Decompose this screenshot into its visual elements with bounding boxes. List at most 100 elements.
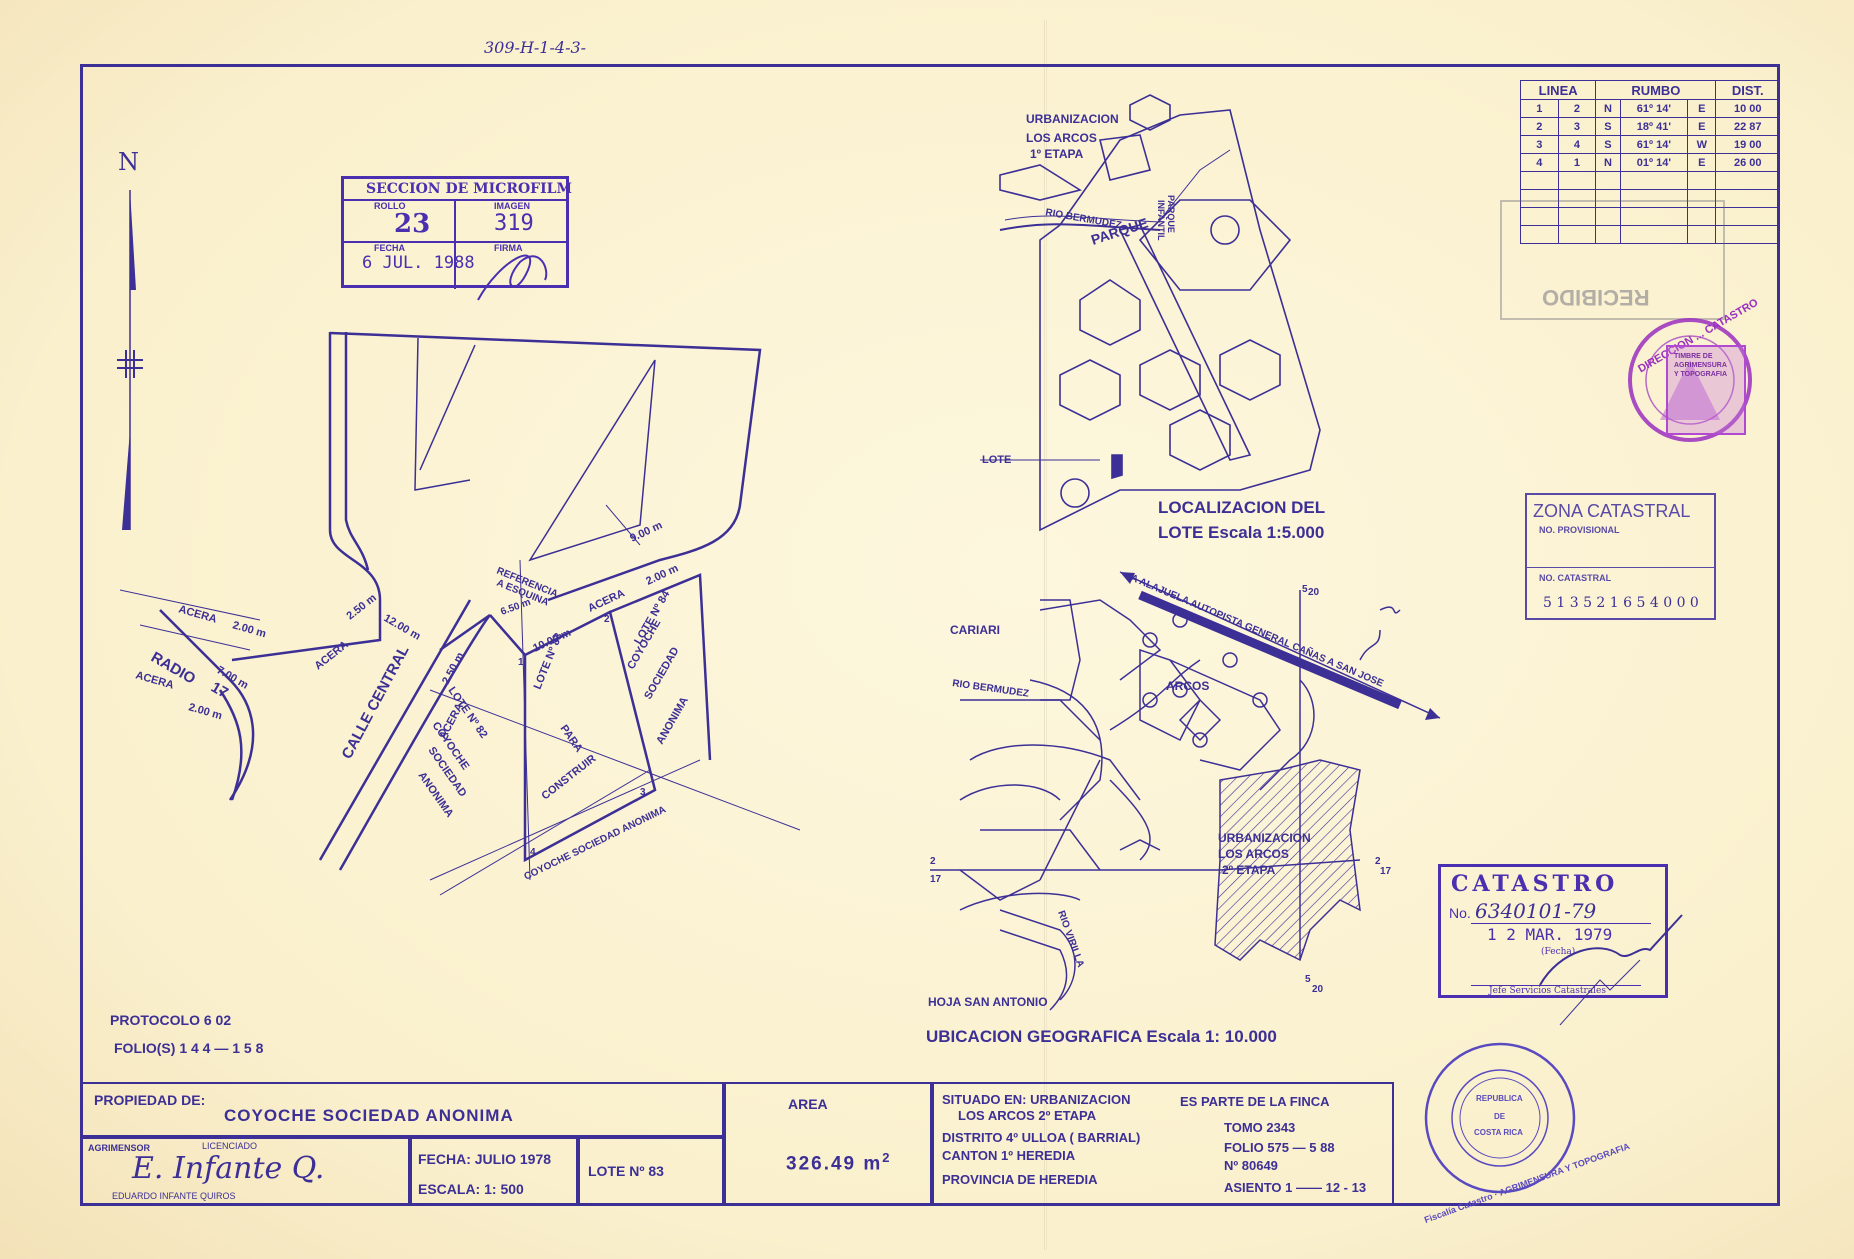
grid-label: 5 xyxy=(1305,974,1311,985)
table-cell: 61º 14' xyxy=(1619,135,1689,154)
situado-label: SITUADO EN: URBANIZACION xyxy=(942,1092,1131,1107)
urbanizacion-2-label: URBANIZACION xyxy=(1218,831,1311,845)
zona-provisional-label: NO. PROVISIONAL xyxy=(1539,525,1620,535)
catastro-date: 1 2 MAR. 1979 xyxy=(1487,925,1613,944)
folios-label: FOLIO(S) 1 4 4 — 1 5 8 xyxy=(114,1040,264,1056)
asiento-label: ASIENTO 1 —— 12 - 13 xyxy=(1224,1180,1367,1195)
catastro-no-label: No. xyxy=(1449,905,1471,921)
parque-infantil-label: PARQUE xyxy=(1166,195,1176,233)
zona-catastral-number: 5 1 3 5 2 1 6 5 4 0 0 0 xyxy=(1543,595,1699,611)
zona-title: ZONA CATASTRAL xyxy=(1533,501,1691,521)
grid-label: 2 xyxy=(1375,856,1381,867)
table-row xyxy=(1520,171,1780,190)
title-block-location: SITUADO EN: URBANIZACION LOS ARCOS 2º ET… xyxy=(932,1082,1394,1206)
agrimensor-label: AGRIMENSOR xyxy=(88,1143,151,1153)
hoja-label: HOJA SAN ANTONIO xyxy=(928,995,1048,1009)
catastro-title: CATASTRO xyxy=(1451,871,1619,897)
table-row xyxy=(1520,189,1780,208)
urbanizacion-label: URBANIZACION xyxy=(1026,112,1119,126)
catastro-stamp: CATASTRO No. 6340101-79 1 2 MAR. 1979 (F… xyxy=(1438,864,1668,998)
radio-value: 17 xyxy=(208,679,231,702)
vertex-label: 4 xyxy=(530,847,536,858)
cariari-label: CARIARI xyxy=(950,623,1000,637)
grid-label: 5 xyxy=(1302,584,1308,595)
catastro-number: 6340101-79 xyxy=(1475,899,1597,923)
paper-fold xyxy=(1044,20,1047,1250)
table-cell xyxy=(1687,225,1717,244)
area-unit-exponent: 2 xyxy=(882,1150,892,1165)
area-value: 326.49 m2 xyxy=(786,1150,892,1175)
fiscalia-inner-text: REPUBLICA xyxy=(1476,1094,1523,1103)
rollo-label: ROLLO xyxy=(374,201,406,211)
grid-label: 20 xyxy=(1308,587,1320,598)
timbre-text: TIMBRE DE xyxy=(1674,353,1713,360)
arcos-label: ARCOS xyxy=(1166,679,1209,693)
area-number: 326.49 m xyxy=(786,1153,883,1175)
rollo-value: 23 xyxy=(394,209,431,239)
urbanizacion-2-label: 2º ETAPA xyxy=(1222,863,1276,877)
microfilm-stamp: SECCION DE MICROFILM ROLLO 23 IMAGEN 319… xyxy=(341,176,573,289)
timbre-stamp: TIMBRE DE AGRIMENSURA Y TOPOGRAFIA xyxy=(1666,345,1746,435)
finca-label: ES PARTE DE LA FINCA xyxy=(1180,1094,1330,1109)
top-reference: 309-H-1-4-3- xyxy=(484,38,587,57)
lot-label: LOTE Nº 83 xyxy=(588,1163,664,1179)
distrito-label: DISTRITO 4º ULLOA ( BARRIAL) xyxy=(942,1130,1141,1145)
recibido-stamp: RECIBIDO xyxy=(1500,200,1725,320)
folio-label: FOLIO 575 — 5 88 xyxy=(1224,1140,1335,1155)
title-block-owner: PROPIEDAD DE: COYOCHE SOCIEDAD ANONIMA xyxy=(80,1082,724,1137)
table-cell xyxy=(1595,225,1621,244)
vertex-label: 1 xyxy=(518,657,524,668)
urbanizacion-2-label: LOS ARCOS xyxy=(1218,847,1289,861)
scale-label: ESCALA: 1: 500 xyxy=(418,1181,524,1197)
vertex-label: 2 xyxy=(604,614,610,625)
grid-label: 17 xyxy=(930,874,942,885)
catastro-date-label: (Fecha) xyxy=(1541,947,1576,957)
title-block-lot: LOTE Nº 83 xyxy=(578,1137,724,1206)
ubicacion-title: UBICACION GEOGRAFICA Escala 1: 10.000 xyxy=(926,1027,1277,1046)
microfilm-date: 6 JUL. 1988 xyxy=(362,253,475,273)
owner-name: COYOCHE SOCIEDAD ANONIMA xyxy=(224,1106,514,1125)
microfilm-title: SECCION DE MICROFILM xyxy=(366,181,573,197)
grid-label: 17 xyxy=(1380,866,1392,877)
propiedad-label: PROPIEDAD DE: xyxy=(94,1092,206,1108)
table-row xyxy=(1520,225,1780,244)
localizacion-scale: LOTE Escala 1:5.000 xyxy=(1158,523,1324,542)
title-block-surveyor: AGRIMENSOR LICENCIADO E. Infante Q. EDUA… xyxy=(80,1137,410,1206)
timbre-text: AGRIMENSURA xyxy=(1674,362,1727,369)
surveyor-signature: E. Infante Q. xyxy=(132,1151,325,1186)
grid-label: 2 xyxy=(930,856,936,867)
numero-label: Nº 80649 xyxy=(1224,1158,1278,1173)
parque-infantil-label: INFANTIL xyxy=(1156,200,1166,241)
lote-pointer-label: LOTE xyxy=(982,454,1011,466)
licenciado-label: LICENCIADO xyxy=(202,1141,258,1151)
title-block-date: FECHA: JULIO 1978 ESCALA: 1: 500 xyxy=(410,1137,578,1206)
firma-label: FIRMA xyxy=(494,243,523,253)
catastro-chief-label: Jefe Servicios Catastrales xyxy=(1489,986,1606,996)
header-rumbo: RUMBO xyxy=(1595,80,1717,100)
imagen-value: 319 xyxy=(494,211,534,236)
date-label: FECHA: JULIO 1978 xyxy=(418,1151,552,1167)
situado-value: LOS ARCOS 2º ETAPA xyxy=(958,1108,1097,1123)
provincia-label: PROVINCIA DE HEREDIA xyxy=(942,1172,1098,1187)
fecha-label: FECHA xyxy=(374,243,405,253)
localizacion-title: LOCALIZACION DEL xyxy=(1158,498,1325,517)
title-block-area: AREA 326.49 m2 xyxy=(724,1082,932,1206)
vertex-label: 3 xyxy=(640,787,646,798)
protocolo-label: PROTOCOLO 6 02 xyxy=(110,1012,232,1028)
tomo-label: TOMO 2343 xyxy=(1224,1120,1296,1135)
table-cell xyxy=(1715,225,1780,244)
canton-label: CANTON 1º HEREDIA xyxy=(942,1148,1076,1163)
urbanizacion-label: LOS ARCOS xyxy=(1026,131,1097,145)
imagen-label: IMAGEN xyxy=(494,201,530,211)
area-label: AREA xyxy=(788,1096,828,1112)
fiscalia-inner-text: DE xyxy=(1494,1112,1506,1121)
grid-label: 20 xyxy=(1312,984,1324,995)
